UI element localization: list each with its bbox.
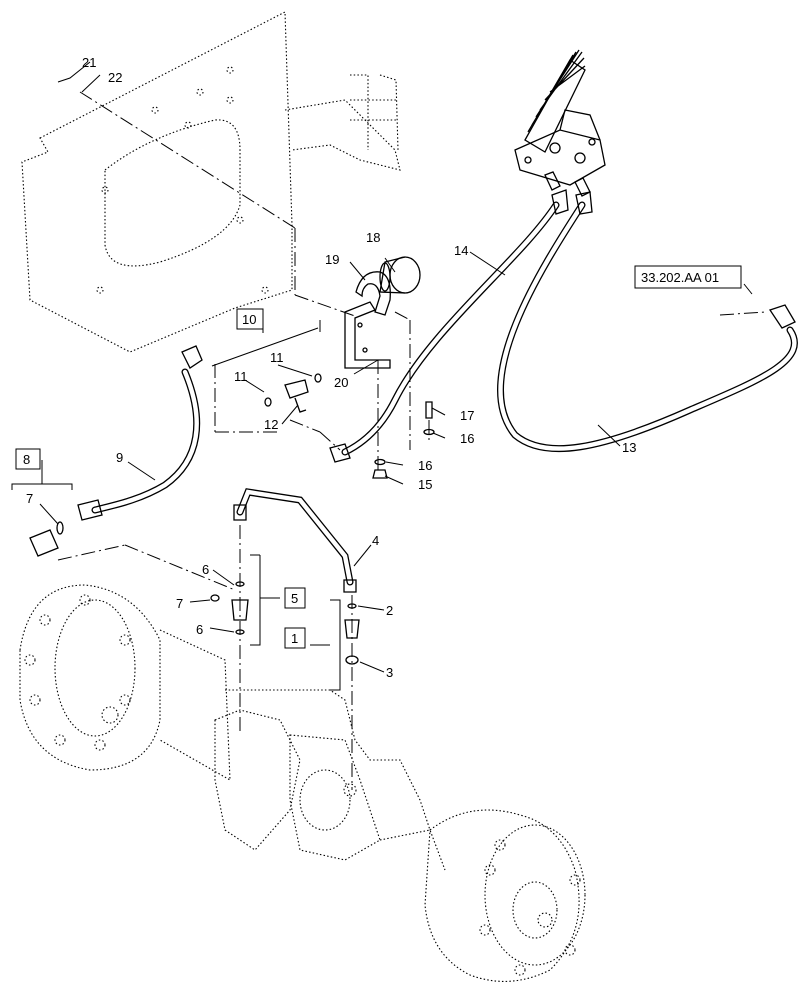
- callout-1: 1: [291, 631, 298, 646]
- callout-3: 3: [386, 665, 393, 680]
- callout-12: 12: [264, 417, 278, 432]
- tee-fitting: [264, 373, 322, 413]
- callout-8: 8: [23, 452, 30, 467]
- callout-7-mid: 7: [176, 596, 183, 611]
- brake-valve-assembly: [514, 49, 606, 197]
- brake-line-4: [233, 488, 357, 593]
- callout-21: 21: [82, 55, 96, 70]
- callout-14: 14: [454, 243, 468, 258]
- leader-lines: [39, 61, 753, 673]
- elbow-fitting: [29, 521, 64, 557]
- callout-11-upper: 11: [270, 350, 284, 365]
- callout-16-right: 16: [460, 431, 474, 446]
- callout-2: 2: [386, 603, 393, 618]
- hardware-15-16-17: [372, 401, 435, 479]
- cab-panel: [21, 11, 401, 353]
- callout-4: 4: [372, 533, 379, 548]
- callout-6-lower: 6: [196, 622, 203, 637]
- group-brackets: [11, 320, 341, 691]
- callout-15: 15: [418, 477, 432, 492]
- hose-13: [496, 191, 798, 453]
- accumulator: [379, 256, 421, 294]
- callout-13: 13: [622, 440, 636, 455]
- callout-17: 17: [460, 408, 474, 423]
- clamp: [355, 271, 391, 316]
- fitting-5: [210, 581, 249, 635]
- callout-7-left: 7: [26, 491, 33, 506]
- axle-housing: [19, 584, 586, 982]
- reference-label: 33.202.AA 01: [641, 270, 719, 285]
- callout-10: 10: [242, 312, 256, 327]
- centerlines: [57, 91, 766, 790]
- hose-14: [329, 189, 569, 463]
- callout-6-upper: 6: [202, 562, 209, 577]
- hose-9: [77, 345, 203, 521]
- callout-5: 5: [291, 591, 298, 606]
- callout-22: 22: [108, 70, 122, 85]
- callout-18: 18: [366, 230, 380, 245]
- boxed-callouts: 8 10 5 1 33.202.AA 01: [15, 265, 742, 649]
- callout-9: 9: [116, 450, 123, 465]
- callout-20: 20: [334, 375, 348, 390]
- mounting-bracket: [344, 301, 391, 369]
- callout-19: 19: [325, 252, 339, 267]
- callout-16-left: 16: [418, 458, 432, 473]
- callout-labels: 21 22 18 19 14 20 11 11 12 17 16 16 15 1…: [26, 55, 636, 680]
- callout-11-lower: 11: [234, 369, 248, 384]
